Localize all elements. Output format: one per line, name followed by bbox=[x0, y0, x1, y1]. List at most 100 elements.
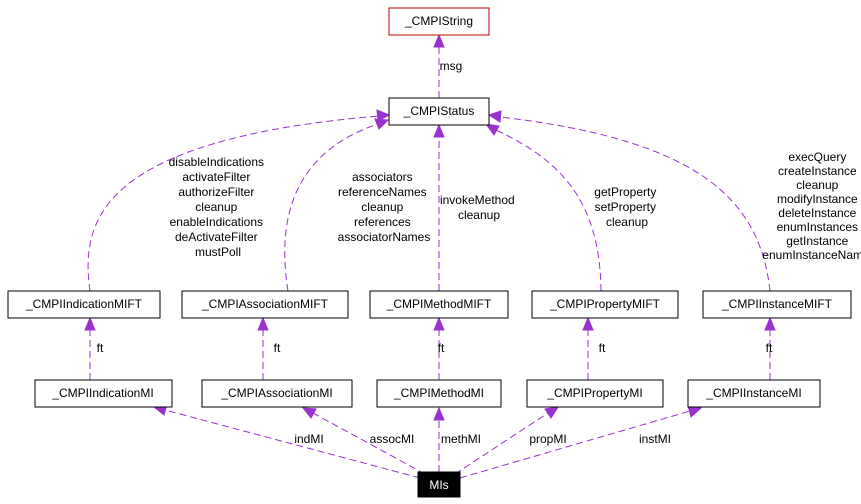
edge-property-mift-to-status bbox=[495, 129, 602, 292]
node-box bbox=[687, 379, 821, 408]
method-name: cleanup bbox=[195, 200, 237, 214]
node-label: _CMPIPropertyMIFT bbox=[549, 297, 661, 311]
node-cmpi-string[interactable]: _CMPIString bbox=[388, 7, 490, 36]
edge-arrowhead bbox=[84, 316, 96, 331]
method-name: associators bbox=[352, 170, 413, 184]
node-box bbox=[201, 379, 353, 408]
node-label: _CMPIAssociationMIFT bbox=[201, 297, 329, 311]
method-name: cleanup bbox=[458, 208, 500, 222]
node-label: _CMPIPropertyMI bbox=[546, 386, 642, 400]
method-name: activateFilter bbox=[182, 170, 250, 184]
edge-label-ft-association: ft bbox=[274, 341, 281, 355]
node-label: _CMPIString bbox=[404, 14, 473, 28]
node-instance-mift[interactable]: _CMPIInstanceMIFT bbox=[702, 290, 852, 319]
edge-label-association-status: associators referenceNames cleanup refer… bbox=[338, 170, 431, 244]
edge-label-indication-status: disableIndications activateFilter author… bbox=[169, 155, 268, 259]
node-label: _CMPIIndicationMIFT bbox=[25, 297, 143, 311]
node-mis[interactable]: MIs bbox=[417, 471, 461, 498]
node-box bbox=[388, 97, 490, 126]
node-indication-mi[interactable]: _CMPIIndicationMI bbox=[34, 379, 173, 408]
edge-label-ft-instance: ft bbox=[766, 341, 773, 355]
edge-arrowhead bbox=[433, 316, 445, 331]
node-box bbox=[702, 290, 852, 319]
method-name: invokeMethod bbox=[440, 193, 515, 207]
edge-arrowhead bbox=[374, 118, 390, 130]
edge-arrowhead bbox=[484, 123, 500, 136]
method-name: enumInstances bbox=[777, 220, 858, 234]
edge-instance-mift-to-status bbox=[499, 116, 771, 292]
edge-label-prop-mi: propMI bbox=[529, 432, 566, 446]
node-label: _CMPIMethodMI bbox=[393, 386, 484, 400]
method-name: referenceNames bbox=[338, 185, 427, 199]
node-property-mift[interactable]: _CMPIPropertyMIFT bbox=[531, 290, 679, 319]
node-box bbox=[526, 379, 664, 408]
method-name: cleanup bbox=[361, 200, 403, 214]
method-name: mustPoll bbox=[195, 245, 241, 259]
edge-mis-to-instance-mi bbox=[459, 410, 691, 479]
edge-label-ind-mi: indMI bbox=[294, 432, 323, 446]
method-name: modifyInstance bbox=[777, 192, 858, 206]
edge-arrowhead bbox=[376, 109, 391, 122]
edge-arrowhead bbox=[487, 110, 502, 123]
node-box bbox=[34, 379, 173, 408]
node-box bbox=[181, 290, 349, 319]
edges bbox=[84, 33, 776, 479]
edge-label-assoc-mi: assocMI bbox=[370, 432, 415, 446]
node-box bbox=[417, 471, 461, 498]
nodes: _CMPIString _CMPIStatus _CMPIIndicationM… bbox=[7, 7, 852, 498]
edge-label-instance-status: execQuery createInstance cleanup modifyI… bbox=[762, 150, 861, 262]
method-name: setProperty bbox=[595, 200, 656, 214]
edge-arrowhead bbox=[582, 316, 594, 331]
method-name: associatorNames bbox=[338, 230, 431, 244]
edge-arrowhead bbox=[433, 33, 445, 48]
edge-label-property-status: getProperty setProperty cleanup bbox=[594, 185, 659, 229]
node-method-mi[interactable]: _CMPIMethodMI bbox=[376, 379, 502, 408]
edge-label-method-status: invokeMethod cleanup bbox=[440, 193, 518, 222]
node-box bbox=[7, 290, 161, 319]
edge-label-msg: msg bbox=[440, 59, 463, 73]
edge-label-meth-mi: methMI bbox=[441, 432, 481, 446]
node-box bbox=[531, 290, 679, 319]
method-name: enumInstanceNames bbox=[762, 248, 861, 262]
method-name: getProperty bbox=[594, 185, 656, 199]
method-name: disableIndications bbox=[169, 155, 264, 169]
node-cmpi-status[interactable]: _CMPIStatus bbox=[388, 97, 490, 126]
method-name: enableIndications bbox=[170, 215, 263, 229]
method-name: execQuery bbox=[788, 150, 846, 164]
node-label: _CMPIStatus bbox=[403, 104, 475, 118]
edge-labels: msg disableIndications activateFilter au… bbox=[97, 59, 861, 446]
node-method-mift[interactable]: _CMPIMethodMIFT bbox=[369, 290, 509, 319]
edge-arrowhead bbox=[257, 316, 269, 331]
method-name: cleanup bbox=[606, 215, 648, 229]
node-label: _CMPIAssociationMI bbox=[220, 386, 332, 400]
edge-label-inst-mi: instMI bbox=[639, 432, 671, 446]
node-box bbox=[376, 379, 502, 408]
node-box bbox=[388, 7, 490, 36]
edge-arrowhead bbox=[544, 406, 560, 419]
node-property-mi[interactable]: _CMPIPropertyMI bbox=[526, 379, 664, 408]
edge-arrowhead bbox=[301, 407, 317, 419]
node-label: _CMPIInstanceMI bbox=[705, 386, 801, 400]
method-name: cleanup bbox=[796, 178, 838, 192]
node-label: _CMPIIndicationMI bbox=[51, 386, 153, 400]
node-association-mift[interactable]: _CMPIAssociationMIFT bbox=[181, 290, 349, 319]
edge-arrowhead bbox=[687, 405, 703, 418]
edge-label-ft-indication: ft bbox=[97, 341, 104, 355]
method-name: authorizeFilter bbox=[178, 185, 254, 199]
method-name: createInstance bbox=[778, 164, 857, 178]
method-name: references bbox=[354, 215, 411, 229]
edge-label-ft-method: ft bbox=[438, 341, 445, 355]
node-indication-mift[interactable]: _CMPIIndicationMIFT bbox=[7, 290, 161, 319]
node-instance-mi[interactable]: _CMPIInstanceMI bbox=[687, 379, 821, 408]
node-label: MIs bbox=[429, 478, 448, 492]
edge-arrowhead bbox=[433, 123, 445, 138]
node-association-mi[interactable]: _CMPIAssociationMI bbox=[201, 379, 353, 408]
method-name: deleteInstance bbox=[778, 206, 856, 220]
node-label: _CMPIInstanceMIFT bbox=[721, 297, 833, 311]
edge-mis-to-property-mi bbox=[454, 412, 549, 475]
method-name: deActivateFilter bbox=[175, 230, 258, 244]
edge-label-ft-property: ft bbox=[599, 341, 606, 355]
edge-arrowhead bbox=[433, 406, 445, 421]
node-label: _CMPIMethodMIFT bbox=[386, 297, 492, 311]
